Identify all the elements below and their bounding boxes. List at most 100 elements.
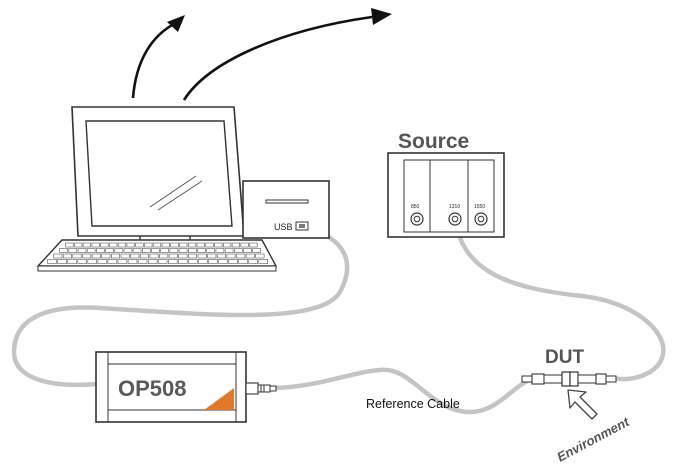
- port-label-850: 850: [411, 204, 420, 210]
- keyboard-key: [238, 259, 248, 264]
- keyboard-key: [252, 248, 261, 253]
- keyboard-key: [82, 242, 91, 248]
- computer-monitor: [71, 106, 245, 240]
- source-label: Source: [398, 130, 469, 153]
- keyboard-key: [188, 259, 198, 264]
- keyboard-key: [132, 248, 142, 253]
- keyboard-keys: [47, 242, 268, 264]
- keyboard-key: [152, 242, 162, 248]
- environment-arrow: [567, 389, 598, 420]
- port-connector-1550: [474, 212, 488, 226]
- source-cable: [452, 215, 666, 382]
- keyboard-key: [243, 248, 252, 253]
- keyboard-key: [168, 253, 178, 259]
- keyboard-key: [87, 259, 98, 264]
- keyboard-key: [224, 248, 234, 253]
- keyboard-key: [169, 248, 179, 253]
- keyboard-key: [188, 242, 197, 248]
- keyboard-key: [111, 253, 121, 259]
- keyboard-key: [101, 253, 111, 259]
- keyboard-key: [206, 248, 215, 253]
- reference-cable: [273, 367, 535, 415]
- keyboard-key: [234, 248, 243, 253]
- keyboard-key: [178, 248, 188, 253]
- keyboard-key: [208, 259, 218, 264]
- keyboard-key: [258, 259, 268, 264]
- output-arrow-left: [131, 22, 175, 99]
- keyboard-key: [249, 242, 258, 248]
- keyboard-key: [117, 242, 127, 248]
- keyboard-key: [179, 242, 188, 248]
- port-label-1550: 1550: [474, 204, 485, 210]
- keyboard-key: [151, 248, 160, 253]
- keyboard-key: [178, 259, 188, 264]
- keyboard-key: [157, 259, 168, 264]
- keyboard-key: [91, 253, 101, 259]
- keyboard: [36, 239, 278, 272]
- keyboard-key: [216, 253, 226, 259]
- op508-instrument: OP508: [95, 351, 277, 423]
- output-arrows: [131, 8, 392, 101]
- port-label-1310: 1310: [449, 204, 460, 210]
- keyboard-key: [53, 253, 63, 259]
- port-connector-850: [410, 212, 424, 226]
- keyboard-key: [218, 259, 228, 264]
- keyboard-key: [197, 248, 206, 253]
- keyboard-key: [188, 253, 198, 259]
- keyboard-key: [107, 259, 118, 264]
- keyboard-key: [72, 253, 82, 259]
- keyboard-key: [130, 253, 140, 259]
- keyboard-key: [240, 242, 249, 248]
- keyboard-key: [100, 242, 109, 248]
- reference-cable-label: Reference Cable: [366, 397, 460, 411]
- keyboard-key: [196, 242, 205, 248]
- keyboard-key: [223, 242, 232, 248]
- keyboard-key: [160, 248, 169, 253]
- keyboard-key: [120, 253, 130, 259]
- port-connector-1310: [448, 212, 462, 226]
- computer-base-unit: USB: [242, 180, 330, 239]
- keyboard-key: [62, 253, 72, 259]
- op508-label: OP508: [118, 376, 187, 401]
- keyboard-key: [161, 242, 170, 248]
- op508-connector: [245, 382, 277, 395]
- keyboard-key: [123, 248, 133, 253]
- keyboard-key: [205, 242, 214, 248]
- keyboard-key: [170, 242, 179, 248]
- keyboard-key: [96, 248, 105, 253]
- keyboard-key: [226, 253, 236, 259]
- keyboard-key: [47, 259, 57, 264]
- keyboard-key: [77, 259, 88, 264]
- keyboard-key: [105, 248, 114, 253]
- keyboard-key: [126, 242, 135, 248]
- usb-label: USB: [274, 222, 293, 232]
- keyboard-key: [245, 253, 255, 259]
- keyboard-key: [215, 248, 225, 253]
- keyboard-key: [135, 242, 144, 248]
- keyboard-key: [74, 242, 83, 248]
- keyboard-key: [137, 259, 148, 264]
- keyboard-key: [198, 259, 208, 264]
- dut-label: DUT: [545, 347, 584, 368]
- keyboard-key: [59, 248, 68, 253]
- keyboard-key: [159, 253, 169, 259]
- keyboard-key: [231, 242, 241, 248]
- output-arrow-right: [182, 15, 373, 101]
- keyboard-key: [109, 242, 118, 248]
- output-arrow-left-head: [167, 15, 185, 32]
- op508-accent: [204, 388, 234, 410]
- keyboard-key: [188, 248, 197, 253]
- keyboard-key: [236, 253, 246, 259]
- keyboard-key: [114, 248, 124, 253]
- keyboard-key: [86, 248, 96, 253]
- keyboard-key: [142, 248, 151, 253]
- keyboard-key: [168, 259, 178, 264]
- keyboard-key: [97, 259, 108, 264]
- keyboard-key: [144, 242, 153, 248]
- keyboard-key: [197, 253, 207, 259]
- keyboard-key: [139, 253, 149, 259]
- keyboard-key: [149, 253, 159, 259]
- keyboard-key: [65, 242, 74, 248]
